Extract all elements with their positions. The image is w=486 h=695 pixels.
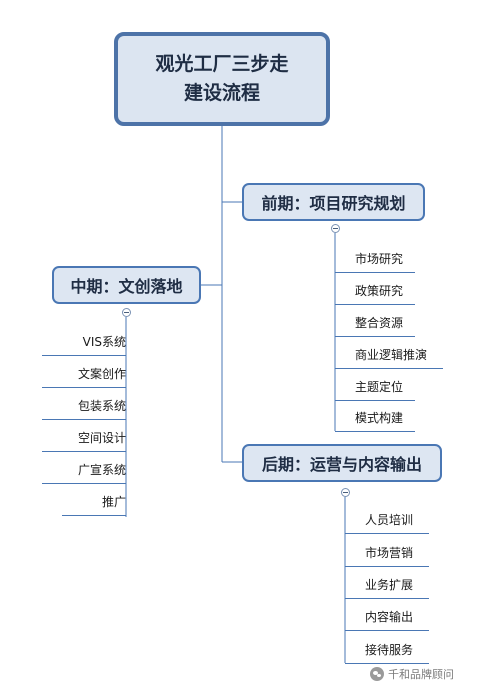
root-title-line2: 建设流程 [183, 82, 260, 104]
collapse-middle-icon[interactable] [122, 308, 131, 317]
branch-early[interactable]: 前期：项目研究规划 [242, 183, 425, 221]
root-title-line1: 观光工厂三步走 [155, 53, 289, 75]
leaf-middle-1[interactable]: VIS系统 [42, 331, 126, 356]
leaf-late-1[interactable]: 人员培训 [345, 509, 429, 534]
leaf-middle-3[interactable]: 包装系统 [42, 395, 126, 420]
leaf-middle-6[interactable]: 推广 [62, 491, 126, 516]
leaf-early-3[interactable]: 整合资源 [335, 312, 415, 337]
branch-middle[interactable]: 中期：文创落地 [52, 266, 201, 304]
leaf-early-6[interactable]: 模式构建 [335, 407, 415, 432]
leaf-late-3[interactable]: 业务扩展 [345, 574, 429, 599]
watermark: 千和品牌顾问 [370, 666, 454, 682]
branch-late-title: 后期：运营与内容输出 [261, 455, 422, 474]
leaf-early-2[interactable]: 政策研究 [335, 280, 415, 305]
watermark-text: 千和品牌顾问 [388, 668, 454, 681]
leaf-middle-2[interactable]: 文案创作 [42, 363, 126, 388]
leaf-early-4[interactable]: 商业逻辑推演 [335, 344, 443, 369]
leaf-late-5[interactable]: 接待服务 [345, 639, 429, 664]
leaf-early-5[interactable]: 主题定位 [335, 376, 415, 401]
wechat-icon [370, 667, 384, 681]
branch-early-title: 前期：项目研究规划 [261, 194, 406, 213]
collapse-early-icon[interactable] [331, 224, 340, 233]
branch-middle-title: 中期：文创落地 [70, 277, 183, 296]
branch-late[interactable]: 后期：运营与内容输出 [242, 444, 442, 482]
leaf-middle-5[interactable]: 广宣系统 [42, 459, 126, 484]
leaf-middle-4[interactable]: 空间设计 [42, 427, 126, 452]
leaf-late-4[interactable]: 内容输出 [345, 606, 429, 631]
leaf-early-1[interactable]: 市场研究 [335, 248, 415, 273]
collapse-late-icon[interactable] [341, 488, 350, 497]
root-node[interactable]: 观光工厂三步走 建设流程 [114, 32, 330, 126]
leaf-late-2[interactable]: 市场营销 [345, 542, 429, 567]
